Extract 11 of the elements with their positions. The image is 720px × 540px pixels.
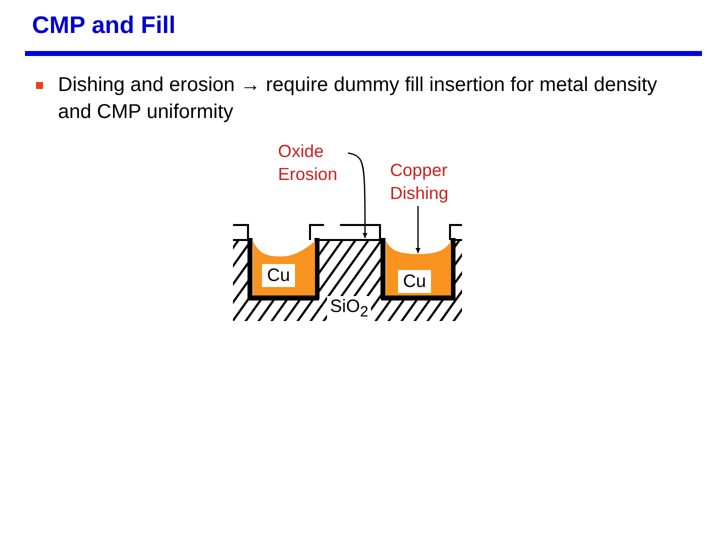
callout-label: Oxide Erosion (278, 140, 348, 186)
material-label: Cu (398, 270, 431, 293)
slide-title: CMP and Fill (32, 12, 176, 40)
leader-arrow (415, 206, 421, 253)
leader-arrow (348, 152, 368, 238)
material-label: Cu (262, 264, 295, 287)
copper-fill (252, 241, 314, 296)
callout-label: Copper Dishing (390, 159, 462, 205)
material-label: SiO$_{2}$ (327, 296, 372, 323)
copper-fill (386, 241, 450, 296)
bullet-text: Dishing and erosion → require dummy fill insertion for metal density and CMP uniformity (58, 73, 658, 125)
